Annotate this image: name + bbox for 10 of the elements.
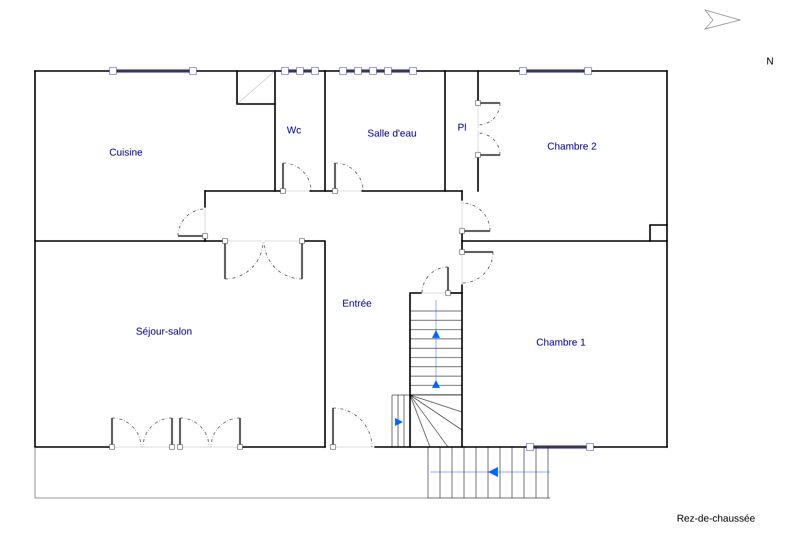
room-label: Cuisine	[110, 148, 142, 156]
compass-letter: N	[767, 58, 773, 64]
caption: Rez-de-chaussée	[678, 514, 755, 522]
room-label: Pl	[458, 123, 466, 131]
room-label: Chambre 2	[548, 142, 596, 150]
room-label: Wc	[286, 126, 301, 134]
room-label: Chambre 1	[536, 338, 586, 346]
room-label: Entrée	[343, 299, 372, 307]
room-label: Séjour-salon	[136, 327, 192, 337]
room-label: Salle d'eau	[368, 129, 416, 137]
